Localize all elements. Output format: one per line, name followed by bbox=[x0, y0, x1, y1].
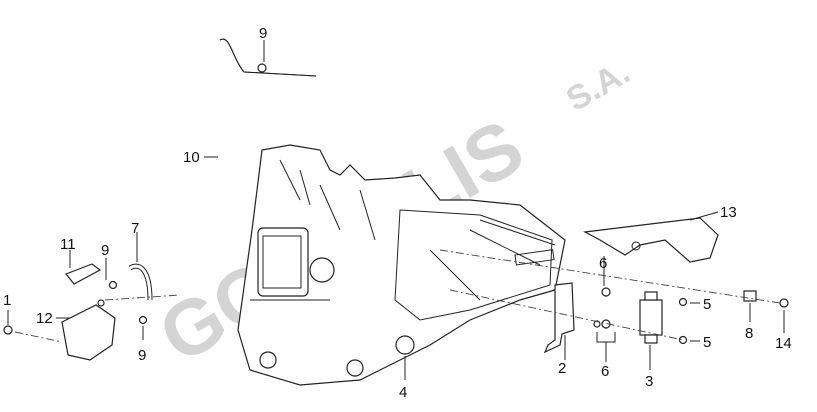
callout-8: 8 bbox=[745, 325, 753, 342]
bolts bbox=[3, 63, 789, 345]
callout-6a: 6 bbox=[599, 255, 607, 272]
callout-7: 7 bbox=[131, 220, 139, 237]
breather-box bbox=[61, 304, 116, 361]
leader-lines bbox=[7, 40, 785, 380]
callout-12: 12 bbox=[36, 310, 53, 327]
breather-hose bbox=[169, 37, 219, 301]
callout-6b: 6 bbox=[601, 363, 609, 380]
callout-4: 4 bbox=[399, 384, 407, 401]
callout-10: 10 bbox=[183, 149, 200, 166]
engine-assembly bbox=[237, 144, 566, 386]
hose-clip bbox=[65, 263, 102, 285]
callouts: 1 2 3 4 5 5 6 6 7 8 9 9 9 10 11 12 13 14 bbox=[3, 25, 792, 401]
callout-5a: 5 bbox=[703, 296, 711, 313]
callout-14: 14 bbox=[775, 335, 792, 352]
relay bbox=[639, 299, 663, 336]
callout-9c: 9 bbox=[138, 347, 146, 364]
callout-9b: 9 bbox=[101, 242, 109, 259]
callout-13: 13 bbox=[720, 204, 737, 221]
callout-9a: 9 bbox=[259, 25, 267, 42]
engine-guard bbox=[583, 217, 719, 263]
bracket bbox=[543, 282, 575, 354]
callout-5b: 5 bbox=[703, 334, 711, 351]
callout-3: 3 bbox=[645, 373, 653, 390]
callout-1: 1 bbox=[3, 292, 11, 309]
short-hose bbox=[128, 263, 153, 301]
svg-text:S.A.: S.A. bbox=[560, 53, 636, 119]
callout-2: 2 bbox=[558, 360, 566, 377]
callout-11: 11 bbox=[60, 236, 76, 253]
